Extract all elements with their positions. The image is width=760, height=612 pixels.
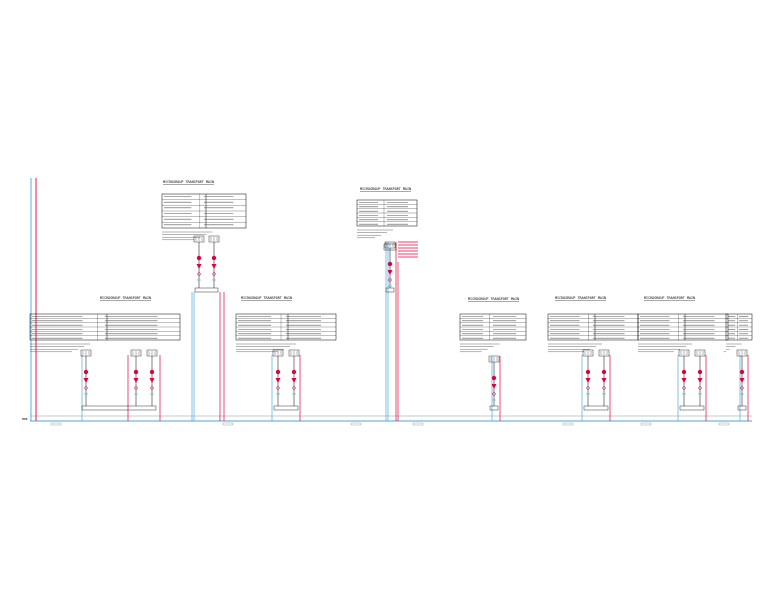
device-symbol <box>492 392 496 396</box>
group-title: MICROGROUP TRANSPORT MAIN <box>241 296 292 300</box>
device-symbol <box>133 369 139 375</box>
device-symbol <box>211 264 217 269</box>
group-title: MICROGROUP TRANSPORT MAIN <box>163 180 214 184</box>
device-symbol <box>698 386 702 390</box>
bus-tap-mark <box>640 422 652 426</box>
switchgear-box <box>583 405 609 411</box>
bus-tap-mark <box>50 422 62 426</box>
switchgear-box <box>385 287 395 293</box>
group-title: MICROGROUP TRANSPORT MAIN <box>100 296 151 300</box>
device-symbol <box>291 369 297 375</box>
device-symbol <box>212 272 216 276</box>
feeder-group: MICROGROUP TRANSPORT MAIN <box>29 296 181 421</box>
feeder-group <box>723 313 753 421</box>
device-symbol <box>697 369 703 375</box>
device-symbol <box>585 369 591 375</box>
group-title: MICROGROUP TRANSPORT MAIN <box>644 296 695 300</box>
device-symbol <box>275 378 281 383</box>
device-symbol <box>83 378 89 383</box>
device-symbol <box>601 378 607 383</box>
switchgear-box <box>737 405 747 411</box>
device-symbol <box>149 378 155 383</box>
device-symbol <box>491 384 497 389</box>
device-symbol <box>739 369 745 375</box>
device-symbol <box>197 272 201 276</box>
bus-tap-mark <box>718 422 730 426</box>
feeder-group: MICROGROUP TRANSPORT MAIN <box>459 297 527 421</box>
switchgear-box <box>679 405 705 411</box>
device-symbol <box>133 378 139 383</box>
switchgear-box <box>489 405 499 411</box>
device-symbol <box>292 386 296 390</box>
bus-tap-mark <box>222 422 234 426</box>
device-symbol <box>681 369 687 375</box>
device-symbol <box>149 369 155 375</box>
bus-tap-mark <box>562 422 574 426</box>
device-symbol <box>388 278 392 282</box>
device-symbol <box>196 255 202 261</box>
bus-tag-left: MDB <box>22 417 28 421</box>
feeder-group: MICROGROUP TRANSPORT MAIN <box>235 296 337 421</box>
device-symbol <box>697 378 703 383</box>
device-symbol <box>84 386 88 390</box>
device-symbol <box>491 375 497 381</box>
device-symbol <box>211 255 217 261</box>
device-symbol <box>601 369 607 375</box>
device-symbol <box>681 378 687 383</box>
bus-tap-mark <box>350 422 362 426</box>
bus-tap-mark <box>412 422 424 426</box>
device-symbol <box>585 378 591 383</box>
group-layer: MICROGROUP TRANSPORT MAIN MICROGROUP TRAN… <box>29 180 753 421</box>
device-symbol <box>291 378 297 383</box>
device-symbol <box>83 369 89 375</box>
device-symbol <box>387 270 393 275</box>
switchgear-box <box>194 287 219 293</box>
feeder-group: MICROGROUP TRANSPORT MAIN <box>161 180 247 421</box>
feeder-group: MICROGROUP TRANSPORT MAIN <box>356 187 418 421</box>
device-symbol <box>602 386 606 390</box>
device-symbol <box>740 386 744 390</box>
device-symbol <box>275 369 281 375</box>
device-symbol <box>586 386 590 390</box>
breaker-block <box>383 243 397 251</box>
feeder-group: MICROGROUP TRANSPORT MAIN <box>547 296 639 421</box>
device-symbol <box>196 264 202 269</box>
device-symbol <box>134 386 138 390</box>
switchgear-box <box>273 405 299 411</box>
device-tag-stack <box>383 241 418 258</box>
group-title: MICROGROUP TRANSPORT MAIN <box>360 187 411 191</box>
device-symbol <box>682 386 686 390</box>
group-title: MICROGROUP TRANSPORT MAIN <box>468 297 519 301</box>
device-symbol <box>387 261 393 267</box>
group-title: MICROGROUP TRANSPORT MAIN <box>555 296 606 300</box>
wiring-layer: MDB <box>22 178 752 426</box>
feeder-group: MICROGROUP TRANSPORT MAIN <box>637 296 729 421</box>
device-symbol <box>276 386 280 390</box>
switchgear-box <box>81 405 157 411</box>
device-symbol <box>150 386 154 390</box>
device-symbol <box>739 378 745 383</box>
